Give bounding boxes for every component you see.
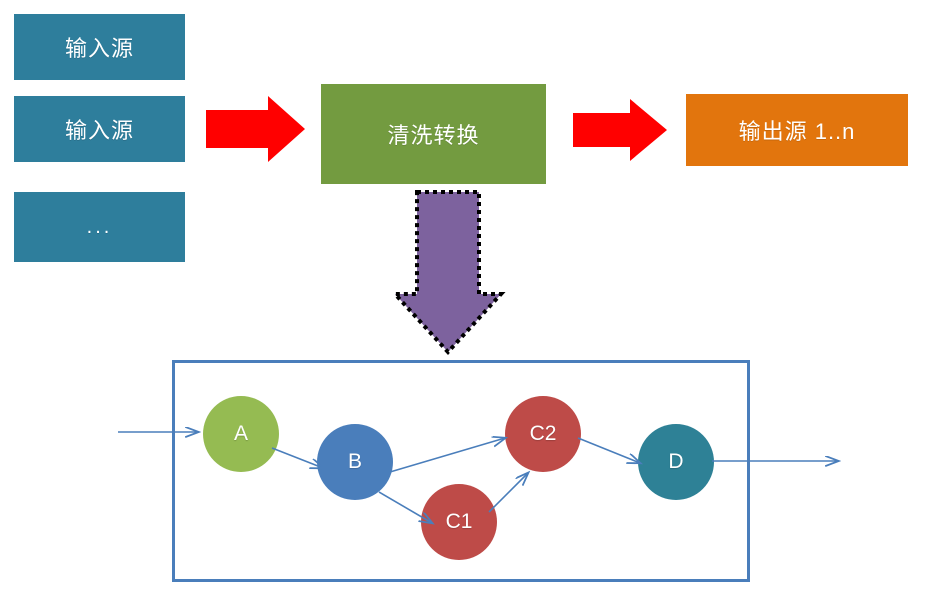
input-source-label-1: 输入源 [64, 36, 134, 61]
purple-arrow-processor-to-dag [390, 190, 506, 355]
dag-node-c1[interactable]: C1 [421, 484, 497, 560]
dag-node-a[interactable]: A [203, 396, 279, 472]
input-source-box-2[interactable]: 输入源 [14, 96, 185, 162]
dag-node-d[interactable]: D [638, 424, 714, 500]
output-source-box[interactable]: 输出源 1..n [686, 94, 908, 166]
input-source-label-3: ... [86, 215, 113, 238]
input-source-box-3[interactable]: ... [14, 192, 185, 262]
dag-node-b[interactable]: B [317, 424, 393, 500]
input-source-label-2: 输入源 [64, 118, 134, 143]
dag-node-d-label: D [668, 450, 684, 473]
red-arrow-sources-to-processor [206, 96, 305, 162]
dag-node-a-label: A [233, 422, 248, 445]
output-source-label: 输出源 1..n [738, 119, 856, 144]
input-source-box-1[interactable]: 输入源 [14, 14, 185, 80]
dag-frame [172, 360, 750, 582]
dag-node-c1-label: C1 [445, 510, 473, 533]
red-arrow-processor-to-output [573, 99, 667, 161]
dag-node-c2-label: C2 [529, 422, 557, 445]
processor-box[interactable]: 清洗转换 [321, 84, 546, 184]
dag-node-c2[interactable]: C2 [505, 396, 581, 472]
dag-node-b-label: B [347, 450, 362, 473]
processor-label: 清洗转换 [387, 123, 480, 148]
